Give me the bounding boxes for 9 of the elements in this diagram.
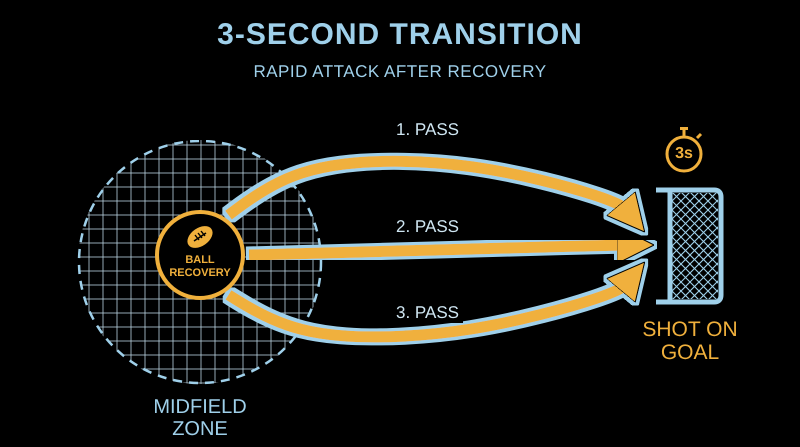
- goal-label: SHOT ON GOAL: [641, 318, 739, 364]
- zone-label: MIDFIELD ZONE: [152, 396, 248, 440]
- arrow: [225, 156, 646, 233]
- arrow: [226, 261, 646, 342]
- title: 3-SECOND TRANSITION: [216, 18, 584, 52]
- arrow: [248, 226, 655, 264]
- timer-label: 3s: [674, 145, 694, 163]
- subtitle: RAPID ATTACK AFTER RECOVERY: [252, 62, 548, 82]
- node-label: BALL RECOVERY: [168, 254, 232, 280]
